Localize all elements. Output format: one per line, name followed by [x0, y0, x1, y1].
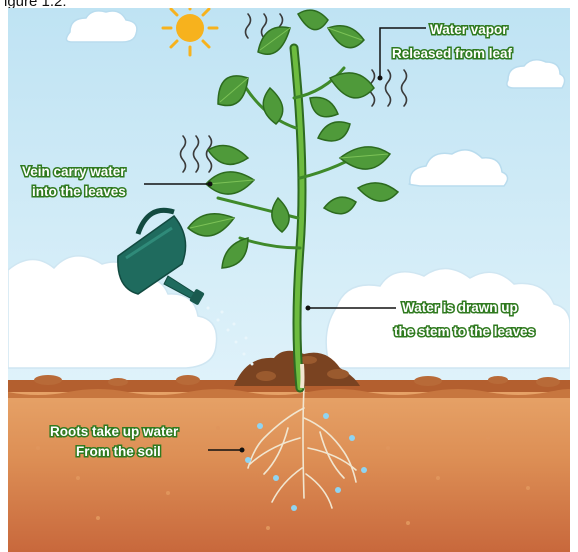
label-roots-line2: From the soil	[76, 444, 161, 459]
label-water-vapor-line1: Water vapor	[430, 22, 508, 37]
label-stem-line1: Water is drawn up	[402, 300, 518, 315]
label-stem-line2: the stem to the leaves	[394, 324, 535, 339]
transpiration-diagram: Water vapor Released from leaf Vein carr…	[8, 8, 570, 552]
label-roots-line1: Roots take up water	[50, 424, 179, 439]
label-water-vapor-line2: Released from leaf	[392, 46, 513, 61]
label-vein-line2: into the leaves	[32, 184, 126, 199]
label-vein-line1: Vein carry water	[22, 164, 126, 179]
